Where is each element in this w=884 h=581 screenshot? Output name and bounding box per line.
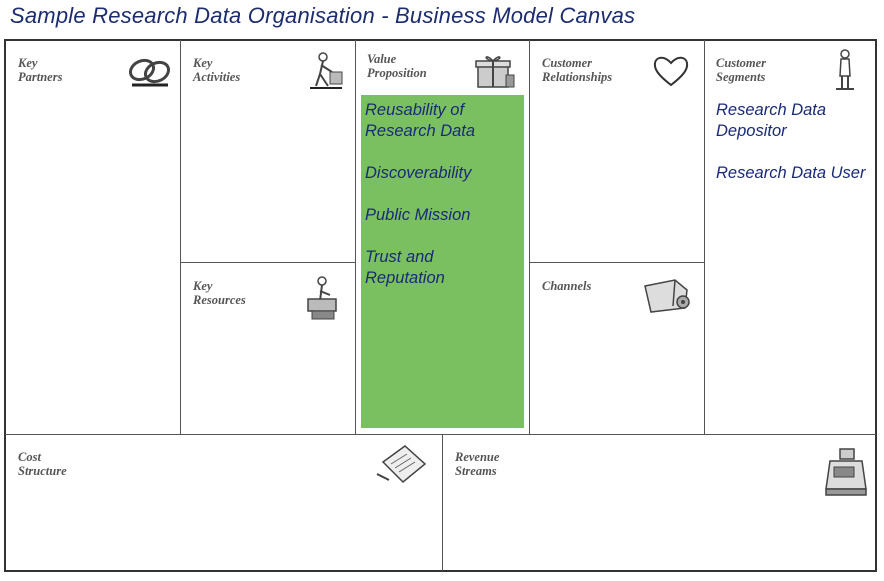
key-resources-label: Key Resources <box>193 279 246 307</box>
value-proposition-item: Public Mission <box>365 206 471 224</box>
divider <box>704 40 705 435</box>
divider <box>529 40 530 435</box>
key-partners-label: Key Partners <box>18 56 63 84</box>
person-icon <box>836 49 854 90</box>
cost-structure-label: Cost Structure <box>18 450 67 478</box>
price-tag-icon <box>376 445 427 484</box>
divider <box>442 434 443 571</box>
divider <box>355 40 356 435</box>
value-proposition-label: Value Proposition <box>367 52 427 80</box>
customer-segments-label: Customer Segments <box>716 56 767 84</box>
truck-icon <box>644 279 690 313</box>
channels-label: Channels <box>542 279 592 293</box>
customer-segment-item: Research Data User <box>716 164 866 182</box>
revenue-streams-label: Revenue Streams <box>455 450 500 478</box>
value-proposition-item: Trust and Reputation <box>365 248 445 287</box>
divider <box>5 434 876 435</box>
value-proposition-item: Reusability of Research Data <box>365 101 476 140</box>
factory-worker-icon <box>307 276 337 320</box>
divider <box>529 262 704 263</box>
canvas-title: Sample Research Data Organisation - Busi… <box>10 3 636 28</box>
worker-icon <box>310 52 343 89</box>
chain-links-icon <box>128 58 171 87</box>
value-proposition-highlight <box>361 95 524 428</box>
gift-box-icon <box>475 56 515 88</box>
cash-register-icon <box>825 448 867 496</box>
divider <box>180 40 181 435</box>
customer-segment-item: Research Data Depositor <box>716 101 827 140</box>
value-proposition-item: Discoverability <box>365 164 472 182</box>
customer-relationships-label: Customer Relationships <box>542 56 613 84</box>
divider <box>180 262 355 263</box>
heart-icon <box>653 56 689 87</box>
key-activities-label: Key Activities <box>193 56 241 84</box>
